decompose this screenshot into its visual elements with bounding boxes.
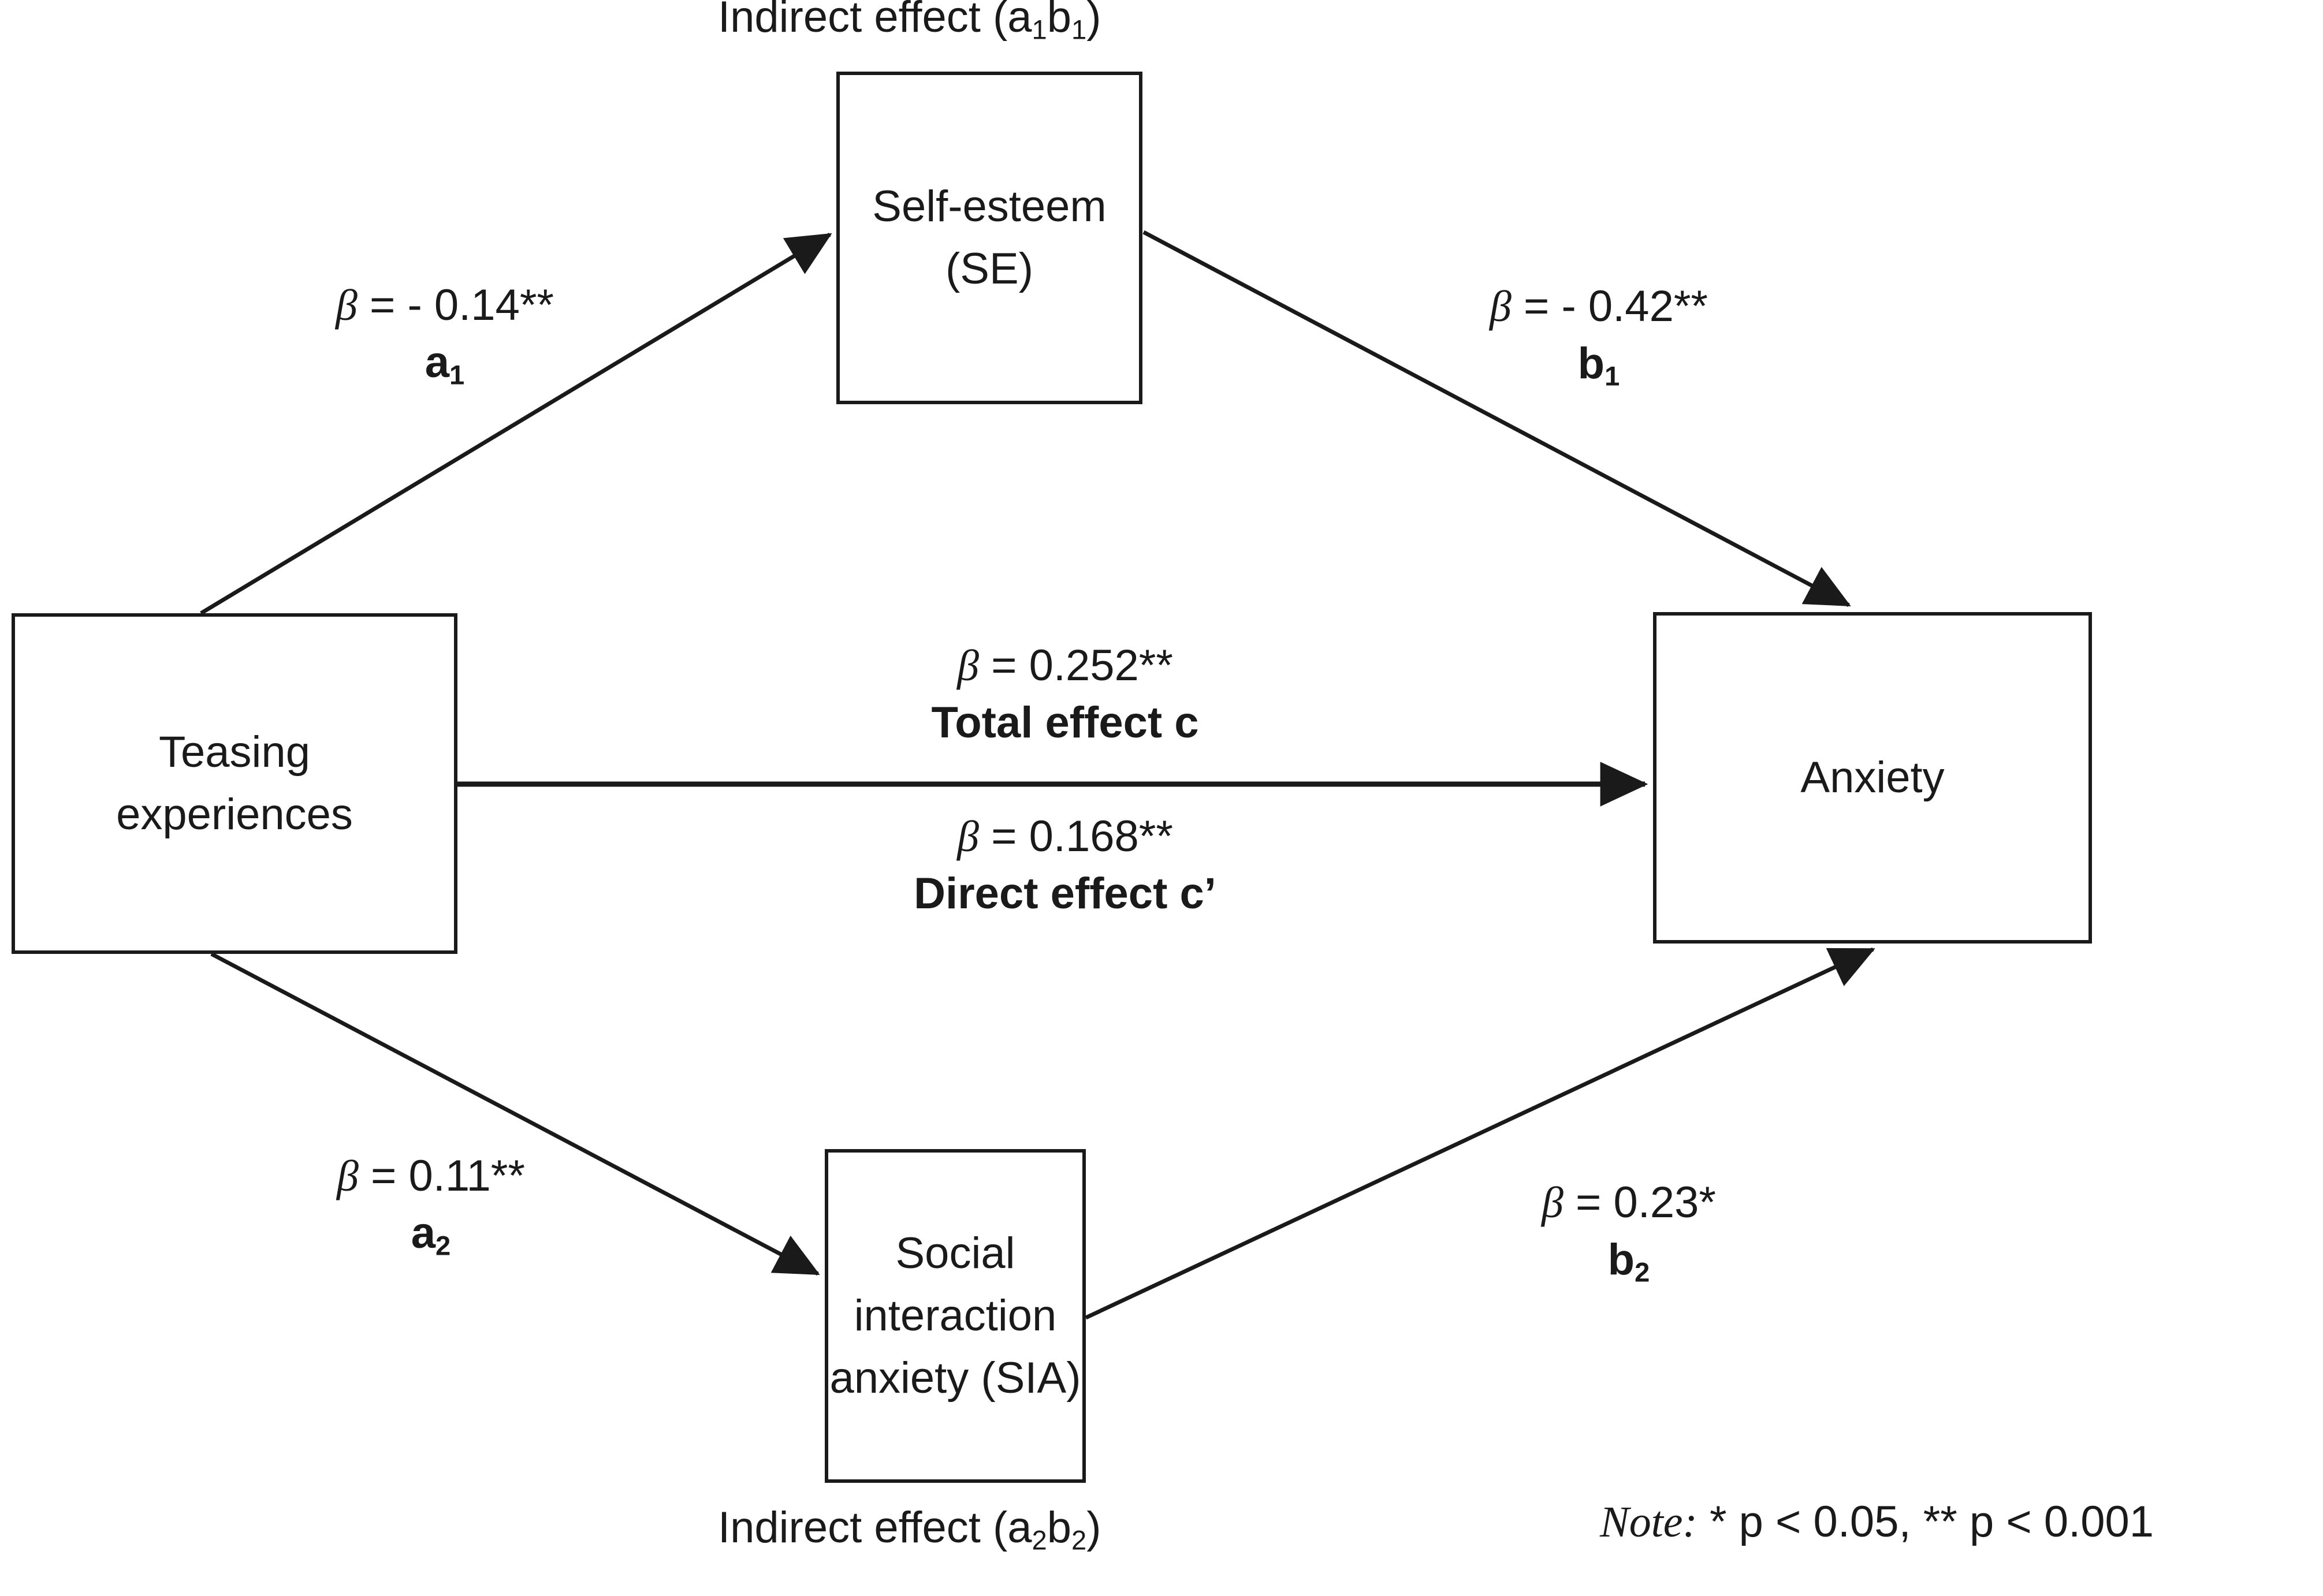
caption-indirect-2-mid: b: [1047, 1503, 1072, 1552]
path-cprime-coefficient: Direct effect c’: [914, 868, 1216, 918]
caption-indirect-1-sub2: 1: [1071, 14, 1087, 45]
node-self-esteem[interactable]: Self-esteem (SE): [836, 72, 1142, 404]
path-a2-coef-sub: 2: [435, 1230, 451, 1261]
path-label-a2: β = 0.11** a2: [286, 1148, 575, 1263]
note-text: * p < 0.05, ** p < 0.001: [1697, 1497, 2154, 1546]
caption-indirect-1-mid: b: [1047, 0, 1072, 42]
caption-indirect-1-prefix: Indirect effect (a: [718, 0, 1032, 42]
beta-symbol-c: β: [957, 642, 979, 690]
beta-symbol-b2: β: [1542, 1179, 1563, 1227]
path-label-total-effect: β = 0.252** Total effect c: [811, 637, 1319, 752]
path-b1-beta-value: = - 0.42**: [1511, 282, 1708, 331]
path-b2-coefficient: b2: [1484, 1232, 1773, 1290]
path-b2-coef-base: b: [1607, 1235, 1635, 1284]
path-b1-coef-base: b: [1577, 338, 1605, 388]
path-c-beta: β = 0.252**: [811, 637, 1319, 695]
significance-note: Note: * p < 0.05, ** p < 0.001: [1600, 1497, 2154, 1546]
path-label-direct-effect: β = 0.168** Direct effect c’: [811, 808, 1319, 923]
note-label: Note:: [1600, 1498, 1697, 1546]
path-b2-beta: β = 0.23*: [1484, 1174, 1773, 1232]
path-b1-beta: β = - 0.42**: [1454, 278, 1743, 335]
path-a2-coefficient: a2: [286, 1205, 575, 1263]
path-b1-coefficient: b1: [1454, 335, 1743, 394]
caption-indirect-2-sub2: 2: [1071, 1524, 1087, 1556]
caption-indirect-2-prefix: Indirect effect (a: [718, 1503, 1032, 1552]
caption-indirect-1-suffix: ): [1086, 0, 1101, 42]
node-anxiety[interactable]: Anxiety: [1653, 612, 2092, 944]
path-a2-coef-base: a: [411, 1208, 436, 1258]
caption-indirect-1-sub1: 1: [1032, 14, 1047, 45]
node-self-esteem-label: Self-esteem (SE): [872, 182, 1107, 293]
path-a1-coefficient: a1: [300, 334, 589, 393]
caption-indirect-2-sub1: 2: [1032, 1524, 1047, 1556]
path-a1-coef-sub: 1: [449, 359, 465, 390]
path-c-coefficient: Total effect c: [931, 698, 1199, 747]
path-b2-coef-sub: 2: [1635, 1256, 1650, 1288]
path-cprime-beta-value: = 0.168**: [978, 812, 1173, 861]
beta-symbol-a2: β: [337, 1152, 359, 1200]
beta-symbol-cprime: β: [957, 812, 979, 861]
node-anxiety-label: Anxiety: [1800, 753, 1945, 803]
path-a2-beta-value: = 0.11**: [358, 1151, 525, 1200]
path-label-b1: β = - 0.42** b1: [1454, 278, 1743, 393]
caption-indirect-2-suffix: ): [1086, 1503, 1101, 1552]
path-c-beta-value: = 0.252**: [978, 641, 1173, 690]
path-a1-coef-base: a: [425, 337, 450, 387]
path-a2-beta: β = 0.11**: [286, 1148, 575, 1205]
path-b1-coef-sub: 1: [1604, 360, 1620, 391]
path-label-b2: β = 0.23* b2: [1484, 1174, 1773, 1289]
arrow-path-a2: [210, 952, 820, 1276]
path-label-a1: β = - 0.14** a1: [300, 277, 589, 392]
path-cprime-beta: β = 0.168**: [811, 808, 1319, 866]
path-a1-beta-value: = - 0.14**: [357, 281, 554, 330]
path-b2-beta-value: = 0.23*: [1563, 1178, 1716, 1227]
arrow-path-b2: [1085, 947, 1875, 1320]
path-a1-beta: β = - 0.14**: [300, 277, 589, 334]
beta-symbol-b1: β: [1490, 282, 1512, 331]
caption-indirect-effect-1: Indirect effect (a1b1): [718, 0, 1101, 43]
beta-symbol-a1: β: [336, 281, 358, 330]
caption-indirect-effect-2: Indirect effect (a2b2): [718, 1503, 1101, 1556]
arrow-path-a1: [200, 233, 832, 615]
arrow-path-b1: [1142, 230, 1851, 607]
